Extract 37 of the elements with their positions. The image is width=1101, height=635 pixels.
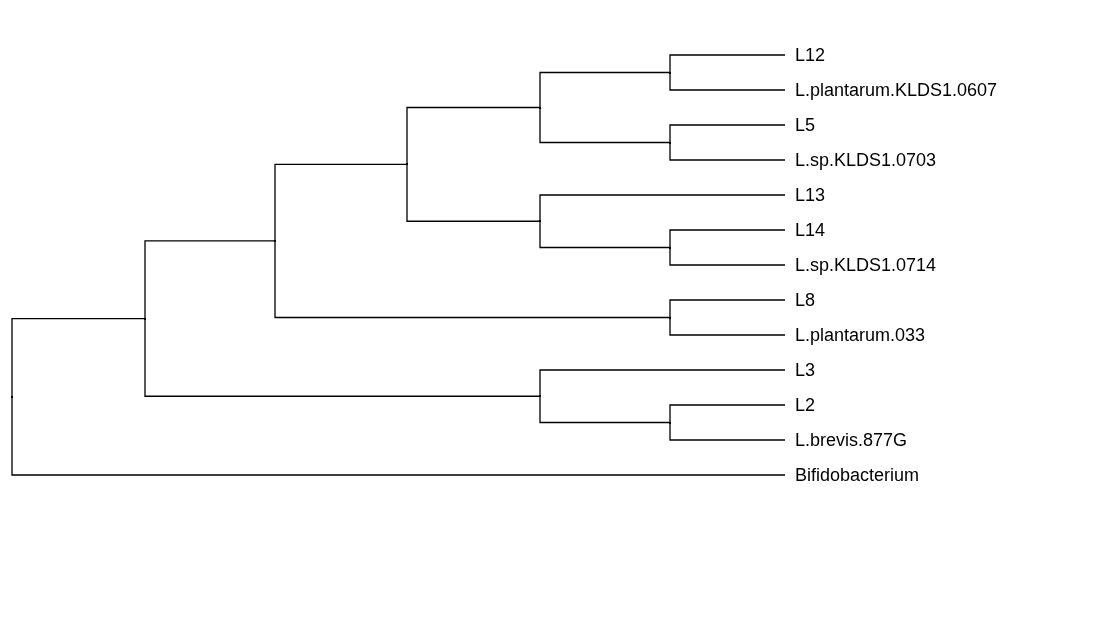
tree-branch: [669, 246, 786, 266]
tree-branch: [669, 316, 786, 336]
tree-branch: [539, 71, 671, 109]
taxon-label: L3: [795, 359, 816, 381]
taxon-label: L2: [795, 394, 816, 416]
tree-branch: [539, 395, 671, 424]
tree-branch: [11, 317, 146, 398]
tree-branch: [11, 396, 786, 476]
tree-branch: [669, 299, 786, 319]
tree-branch: [274, 163, 408, 242]
tree-branch: [539, 194, 786, 222]
tree-branch: [144, 240, 276, 320]
tree-branch: [406, 163, 541, 222]
tree-branch: [539, 106, 671, 144]
tree-branch: [539, 369, 786, 397]
tree-branch: [406, 106, 541, 166]
taxon-label: L.sp.KLDS1.0714: [795, 254, 937, 276]
tree-branch: [669, 71, 786, 91]
tree-branch: [539, 220, 671, 249]
tree-branch: [669, 421, 786, 441]
taxon-label: L.brevis.877G: [795, 429, 908, 451]
taxon-label: L12: [795, 44, 826, 66]
taxon-label: L13: [795, 184, 826, 206]
taxon-label: L.plantarum.033: [795, 324, 926, 346]
taxon-label: Bifidobacterium: [795, 464, 920, 486]
taxon-label: L14: [795, 219, 826, 241]
tree-branch: [274, 240, 671, 319]
taxon-label: L.plantarum.KLDS1.0607: [795, 79, 998, 101]
tree-branch: [669, 141, 786, 161]
tree-branch: [669, 229, 786, 249]
taxon-label: L5: [795, 114, 816, 136]
taxon-label: L8: [795, 289, 816, 311]
tree-branch: [669, 54, 786, 74]
tree-branch: [144, 317, 541, 397]
tree-branch: [669, 124, 786, 144]
tree-branch: [669, 404, 786, 424]
taxon-label: L.sp.KLDS1.0703: [795, 149, 937, 171]
